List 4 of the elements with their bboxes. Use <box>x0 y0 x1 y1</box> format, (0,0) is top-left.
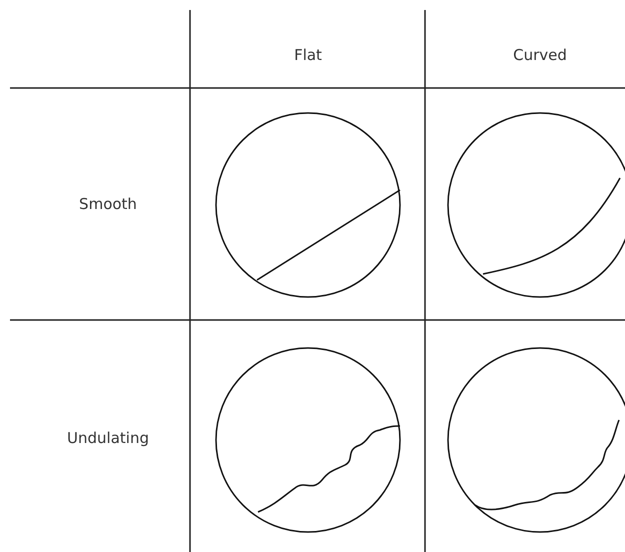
column-header: Curved <box>513 46 567 64</box>
column-header: Flat <box>294 46 322 64</box>
row-header: Undulating <box>67 429 149 447</box>
row-header: Smooth <box>79 195 137 213</box>
